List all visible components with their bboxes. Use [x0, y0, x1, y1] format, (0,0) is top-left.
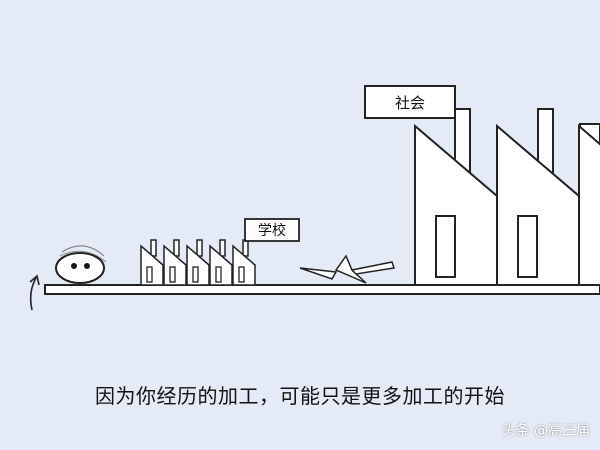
- school-sign: 学校: [244, 218, 300, 242]
- society-sign-label: 社会: [395, 94, 425, 112]
- watermark-text: 头条 @高三届: [501, 423, 590, 439]
- school-factory-icon: [140, 239, 256, 286]
- society-factory-icon: [414, 108, 600, 286]
- broken-figure-icon: [299, 254, 395, 284]
- society-sign: 社会: [364, 85, 456, 119]
- curved-arrow-icon: [29, 274, 40, 311]
- caption-text: 因为你经历的加工，可能只是更多加工的开始: [95, 384, 505, 408]
- school-sign-label: 学校: [258, 222, 286, 239]
- egg-face-character-icon: [55, 245, 107, 284]
- ground-line: [44, 284, 600, 295]
